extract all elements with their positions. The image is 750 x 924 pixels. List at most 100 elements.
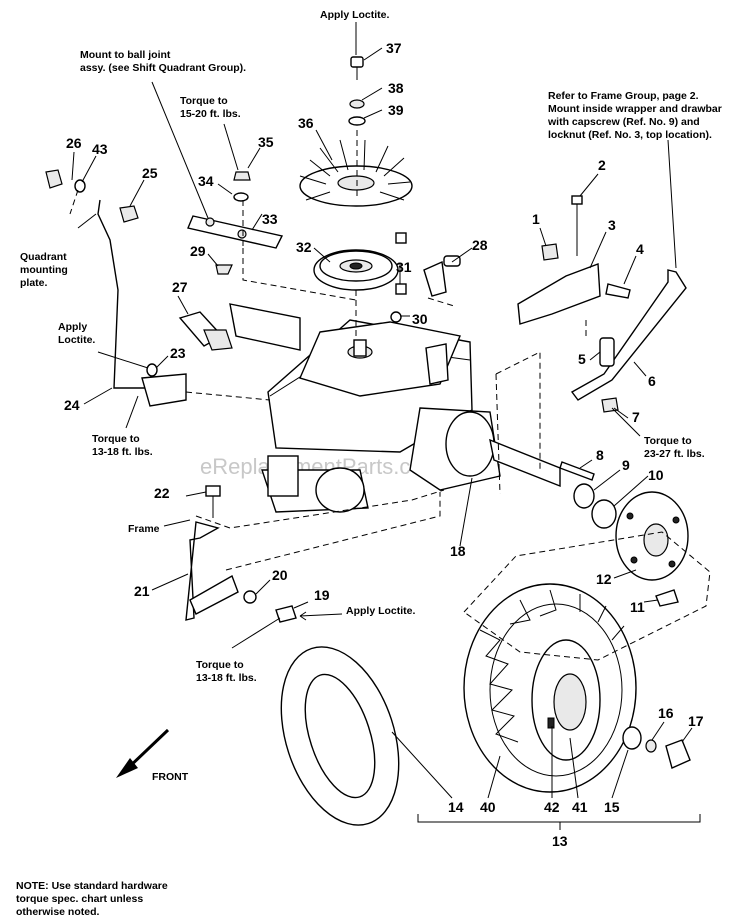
callout-14: 14 (448, 799, 464, 815)
callout-39: 39 (388, 102, 404, 118)
part-25-nut (119, 205, 139, 223)
dashed-assembly-lines (69, 130, 711, 661)
part-23-ball-joint (146, 363, 158, 377)
note-frame-group-line1: Refer to Frame Group, page 2. (548, 90, 699, 102)
part-15-bushing (622, 726, 642, 750)
part-30-oring (390, 311, 402, 323)
part-37-screw (350, 56, 364, 80)
note-apply-loctite-top: Apply Loctite. (320, 9, 390, 21)
footnote-line3: otherwise noted. (16, 906, 100, 918)
part-39-washer (348, 116, 366, 126)
part-19-screw (275, 605, 297, 623)
callout-4: 4 (636, 241, 644, 257)
leader-lines (71, 22, 701, 830)
part-6-drawbar (570, 269, 687, 401)
callout-37: 37 (386, 40, 402, 56)
part-3-bracket (517, 263, 601, 325)
callout-6: 6 (648, 373, 656, 389)
part-33-mounting-plate (187, 215, 284, 249)
part-38-nut (349, 99, 365, 109)
part-34-washer (233, 192, 249, 202)
note-frame-group-line2: Mount inside wrapper and drawbar (548, 103, 722, 115)
note-frame: Frame (128, 523, 160, 535)
callout-18: 18 (450, 543, 466, 559)
note-torque-13-18-bottom-line1: Torque to (196, 659, 244, 671)
callout-40: 40 (480, 799, 496, 815)
callout-17: 17 (688, 713, 704, 729)
part-43-washer (74, 179, 86, 193)
callout-33: 33 (262, 211, 278, 227)
callout-41: 41 (572, 799, 588, 815)
callout-35: 35 (258, 134, 274, 150)
part-9-bushing (573, 483, 595, 509)
part-7-nut (601, 397, 619, 413)
callout-12: 12 (596, 571, 612, 587)
part-11-screw (655, 589, 679, 607)
part-1-locknut (541, 243, 559, 261)
callout-26: 26 (66, 135, 82, 151)
part-26-screw (45, 169, 63, 189)
callout-30: 30 (412, 311, 428, 327)
callout-43: 43 (92, 141, 108, 157)
callout-numbers: 37 38 39 36 35 34 33 32 29 31 28 30 27 2… (64, 40, 704, 849)
part-12-hub (615, 491, 689, 581)
note-quadrant-line2: mounting (20, 264, 68, 276)
callout-25: 25 (142, 165, 158, 181)
part-24-bracket (141, 373, 187, 407)
note-apply-loctite-left-line1: Apply (58, 321, 87, 333)
callout-9: 9 (622, 457, 630, 473)
part-22-screw (205, 485, 221, 518)
transaxle-housing (229, 303, 561, 513)
note-torque-15-20-line1: Torque to (180, 95, 228, 107)
callout-23: 23 (170, 345, 186, 361)
note-mount-ball-joint-line1: Mount to ball joint (80, 49, 171, 61)
part-24-shift-rod (97, 199, 150, 389)
callout-5: 5 (578, 351, 586, 367)
callout-10: 10 (648, 467, 664, 483)
part-5-spacer (599, 337, 615, 367)
callout-31: 31 (396, 259, 412, 275)
note-torque-23-27-line2: 23-27 ft. lbs. (644, 448, 705, 460)
part-29-key (215, 264, 233, 275)
callout-11: 11 (630, 599, 645, 615)
note-torque-13-18-left-line1: Torque to (92, 433, 140, 445)
part-21-bracket (185, 521, 239, 621)
callout-34: 34 (198, 173, 214, 189)
callout-36: 36 (298, 115, 314, 131)
part-2-capscrew (571, 195, 583, 256)
callout-28: 28 (472, 237, 488, 253)
part-42-valve-stem (547, 717, 555, 729)
annotation-notes: Apply Loctite. Mount to ball joint assy.… (16, 9, 722, 918)
front-label: FRONT (152, 771, 189, 783)
part-28-fitting (423, 255, 461, 297)
part-17-cap (665, 739, 691, 769)
note-frame-group-line3: with capscrew (Ref. No. 9) and (547, 116, 700, 128)
part-32-pulley (313, 249, 399, 291)
part-16-washer (645, 739, 657, 753)
callout-1: 1 (532, 211, 540, 227)
part-41-rim (531, 639, 601, 761)
callout-32: 32 (296, 239, 312, 255)
footnote-line2: torque spec. chart unless (16, 893, 143, 905)
note-torque-23-27-line1: Torque to (644, 435, 692, 447)
part-35-nut (233, 171, 251, 181)
callout-20: 20 (272, 567, 288, 583)
part-31-fittings (395, 232, 407, 295)
part-36-fan (299, 139, 413, 207)
callout-29: 29 (190, 243, 206, 259)
callout-22: 22 (154, 485, 170, 501)
callout-21: 21 (134, 583, 150, 599)
note-torque-13-18-left-line2: 13-18 ft. lbs. (92, 446, 153, 458)
note-apply-loctite-left-line2: Loctite. (58, 334, 95, 346)
note-quadrant-line1: Quadrant (20, 251, 67, 263)
part-10-washer (591, 499, 617, 529)
note-frame-group-line4: locknut (Ref. No. 3, top location). (548, 129, 712, 141)
callout-27: 27 (172, 279, 188, 295)
part-8-key (559, 461, 595, 481)
part-14-inner-tube (280, 646, 400, 826)
footnote-line1: NOTE: Use standard hardware (16, 880, 168, 892)
callout-7: 7 (632, 409, 640, 425)
note-apply-loctite-19: Apply Loctite. (346, 605, 416, 617)
callout-3: 3 (608, 217, 616, 233)
